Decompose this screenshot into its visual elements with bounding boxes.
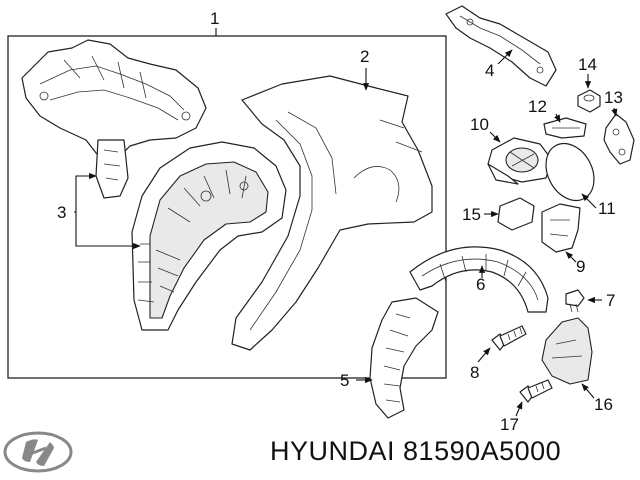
assembly-frame	[7, 35, 447, 379]
callout-4: 4	[485, 61, 494, 80]
fuel-door	[545, 142, 595, 202]
leader-11	[581, 193, 597, 209]
clip	[565, 289, 585, 313]
hyundai-logo	[3, 431, 73, 473]
leader-12	[554, 113, 561, 123]
callout-15: 15	[462, 205, 481, 224]
callout-13: 13	[604, 88, 623, 107]
nut	[577, 89, 601, 113]
callout-group: 1 2 3 4 14 13 12 10 11 15 9 6	[57, 9, 623, 434]
wheel-guard-liner	[409, 246, 549, 313]
callout-17: 17	[500, 415, 519, 434]
bracket-upper	[445, 5, 557, 87]
leader-16	[581, 383, 595, 399]
leader-3b	[75, 212, 141, 250]
leader-10	[489, 131, 501, 143]
callout-2: 2	[360, 47, 369, 66]
brand-part-number-label: HYUNDAI 81590A5000	[270, 436, 561, 467]
part-number: 81590A5000	[403, 436, 562, 466]
callout-11: 11	[598, 199, 616, 218]
bolt-8	[491, 325, 527, 351]
mud-guard	[369, 297, 439, 419]
reinforcement-bracket	[541, 203, 581, 253]
callout-9: 9	[576, 257, 585, 276]
mud-flap	[541, 317, 593, 385]
callout-10: 10	[470, 115, 489, 134]
leader-13	[611, 107, 618, 117]
fuel-filler-housing	[487, 137, 553, 185]
callout-6: 6	[476, 275, 485, 294]
fuel-door-hinge	[543, 117, 587, 139]
quarter-panel-outer	[231, 75, 433, 351]
screw-17	[519, 379, 553, 403]
wheel-house-inner	[131, 141, 287, 331]
callout-1: 1	[210, 9, 219, 28]
callout-7: 7	[606, 291, 615, 310]
hinge-bracket	[603, 113, 635, 165]
callout-5: 5	[340, 371, 349, 390]
brand-name: HYUNDAI	[270, 436, 396, 466]
leader-9	[565, 251, 577, 263]
callout-8: 8	[470, 363, 479, 382]
callout-14: 14	[578, 55, 597, 74]
leader-8	[477, 347, 491, 363]
callout-16: 16	[594, 395, 613, 414]
leader-17	[515, 401, 523, 417]
callout-12: 12	[528, 97, 547, 116]
leader-4	[497, 49, 513, 65]
leader-3	[74, 172, 97, 213]
pad	[497, 197, 535, 231]
callout-3: 3	[57, 203, 66, 222]
